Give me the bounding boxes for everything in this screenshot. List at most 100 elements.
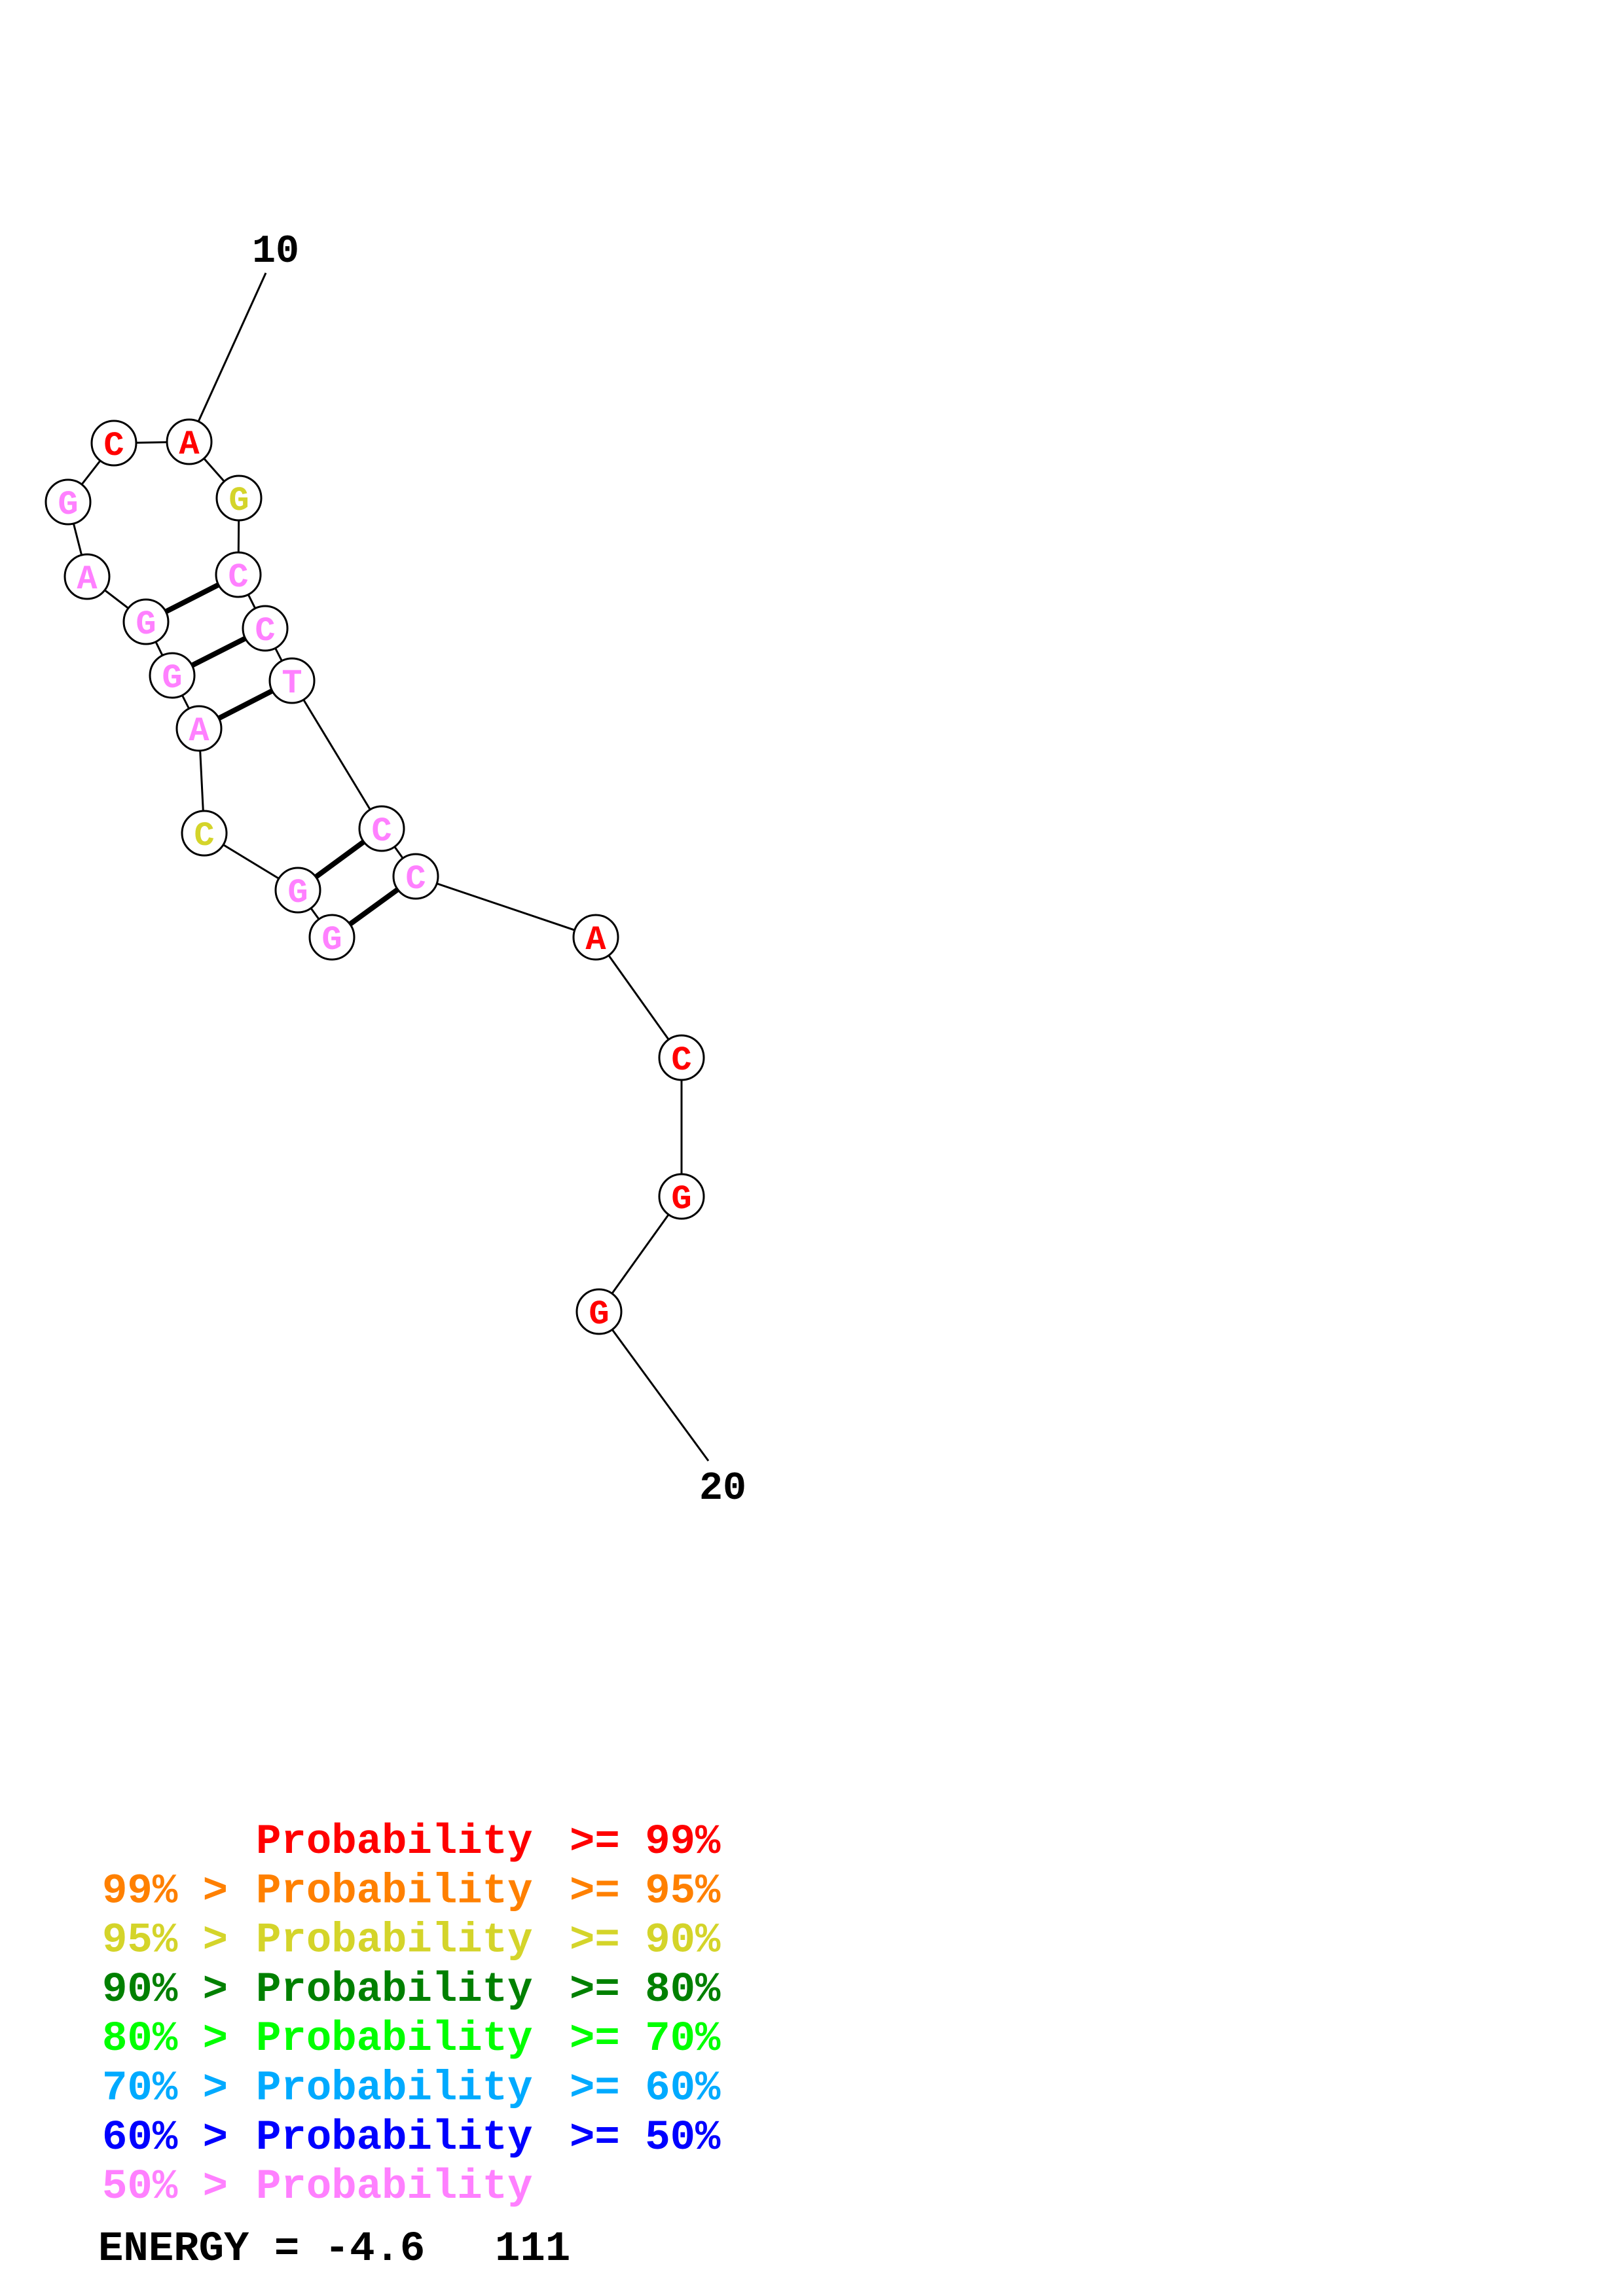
legend-label: Probability xyxy=(256,2066,532,2113)
legend-row: 95% >Probability>= 90% xyxy=(102,1918,721,1965)
nucleotide-G: G xyxy=(308,914,356,961)
nucleotide-circle xyxy=(242,605,289,652)
legend-prefix: 99% > xyxy=(102,1868,228,1915)
legend-suffix: >= 99% xyxy=(570,1819,721,1866)
legend-row: 60% > Probability >= 50% xyxy=(102,2115,721,2162)
energy-label: ENERGY = -4.6 xyxy=(98,2226,425,2273)
nucleotide-base: G xyxy=(58,486,78,524)
backbone-edge xyxy=(598,1196,683,1312)
legend-label: Probability xyxy=(256,2164,532,2211)
legend-row: 80% > Probability >= 70% xyxy=(102,2016,721,2063)
nucleotide-circle xyxy=(90,420,137,467)
nucleotide-circle xyxy=(64,553,111,600)
nucleotide-circle xyxy=(268,657,316,704)
legend-row: Probability >= 99% xyxy=(256,1819,721,1866)
nucleotide-G: G xyxy=(575,1288,623,1335)
backbone-edge xyxy=(598,1311,710,1462)
nucleotide-base: C xyxy=(194,817,214,855)
nucleotide-base: G xyxy=(136,605,156,644)
legend-row: 50% > Probability xyxy=(102,2164,532,2211)
nucleotide-circle xyxy=(308,914,356,961)
nucleotide-base: C xyxy=(371,812,392,851)
nucleotide-C: C xyxy=(658,1034,705,1081)
nucleotide-G: G xyxy=(215,475,263,522)
nucleotide-C: C xyxy=(90,420,137,467)
backbone-edge xyxy=(188,272,267,442)
nucleotide-base: C xyxy=(405,860,426,899)
nucleotide-circle xyxy=(215,475,263,522)
nucleotide-G: G xyxy=(149,652,196,699)
nucleotide-A: A xyxy=(166,418,213,465)
nucleotide-base: G xyxy=(228,482,249,520)
nucleotide-G: G xyxy=(658,1173,705,1220)
nucleotide-base: G xyxy=(287,874,308,912)
legend-label: Probability xyxy=(256,2016,532,2063)
nucleotide-circle xyxy=(122,598,170,645)
legend-prefix: 80% > xyxy=(102,2016,228,2063)
nucleotide-T: T xyxy=(268,657,316,704)
nucleotide-G: G xyxy=(122,598,170,645)
legend-suffix: >= 60% xyxy=(570,2066,721,2113)
legend-suffix: >= 95% xyxy=(570,1868,721,1915)
nucleotide-base: C xyxy=(228,558,248,597)
nucleotide-A: A xyxy=(175,705,223,752)
nucleotide-base: G xyxy=(162,659,182,698)
nucleotide-C: C xyxy=(181,810,228,857)
energy-line: ENERGY = -4.6 111 xyxy=(98,2226,570,2273)
nucleotide-base: C xyxy=(671,1041,691,1080)
probability-legend: Probability>= 99%99% >Probability>= 95%9… xyxy=(102,1819,721,2211)
nucleotide-C: C xyxy=(215,551,262,598)
backbone-edge xyxy=(415,875,596,939)
nucleotide-circle xyxy=(575,1288,623,1335)
nucleotide-base: G xyxy=(321,921,342,960)
nucleotide-circle xyxy=(175,705,223,752)
end-position-label: 20 xyxy=(699,1467,746,1511)
nucleotide-circle xyxy=(274,867,321,914)
nucleotide-base: C xyxy=(255,612,275,651)
legend-label: Probability xyxy=(256,2115,532,2162)
nucleotide-circle xyxy=(45,478,92,526)
nucleotide-circle xyxy=(215,551,262,598)
legend-label: Probability xyxy=(256,1967,532,2014)
legend-row: 99% > Probability >= 95% xyxy=(102,1868,721,1915)
nucleotide-base: A xyxy=(179,425,200,464)
nucleotide-C: C xyxy=(358,805,405,852)
legend-row: 70% > Probability >= 60% xyxy=(102,2066,721,2113)
legend-prefix: 90% > xyxy=(102,1967,228,2014)
legend-prefix: 70% > xyxy=(102,2066,228,2113)
nucleotide-A: A xyxy=(572,914,619,961)
nucleotide-circle xyxy=(658,1034,705,1081)
legend-prefix: 95% > xyxy=(102,1918,228,1965)
backbone-edge xyxy=(291,680,383,829)
nucleotide-base: A xyxy=(189,712,210,751)
legend-suffix: >= 50% xyxy=(570,2115,721,2162)
nucleotide-G: G xyxy=(45,478,92,526)
legend-label: Probability xyxy=(256,1819,532,1866)
nucleotide-base: T xyxy=(282,664,302,703)
nucleotide-C: C xyxy=(242,605,289,652)
legend-prefix: 50% > xyxy=(102,2164,228,2211)
backbone-edges xyxy=(67,272,710,1462)
start-position-label: 10 xyxy=(252,230,299,274)
nucleotide-circle xyxy=(392,853,439,900)
nucleotide-base: A xyxy=(585,921,606,960)
nucleotide-base: G xyxy=(671,1180,691,1219)
legend-label: Probability xyxy=(256,1918,532,1965)
nucleotide-base: C xyxy=(103,427,124,465)
nucleotide-circle xyxy=(358,805,405,852)
nucleotide-G: G xyxy=(274,867,321,914)
nucleotide-base: A xyxy=(77,560,98,599)
nucleotide-C: C xyxy=(392,853,439,900)
nucleotide-circle xyxy=(658,1173,705,1220)
legend-row: 90% >Probability>= 80% xyxy=(102,1967,721,2014)
legend-suffix: >= 70% xyxy=(570,2016,721,2063)
legend-prefix: 60% > xyxy=(102,2115,228,2162)
nucleotide-circle xyxy=(181,810,228,857)
legend-label: Probability xyxy=(256,1868,532,1915)
nucleotide-circle xyxy=(166,418,213,465)
backbone-edge xyxy=(594,937,683,1058)
nucleotide-circle xyxy=(572,914,619,961)
nucleotide-A: A xyxy=(64,553,111,600)
